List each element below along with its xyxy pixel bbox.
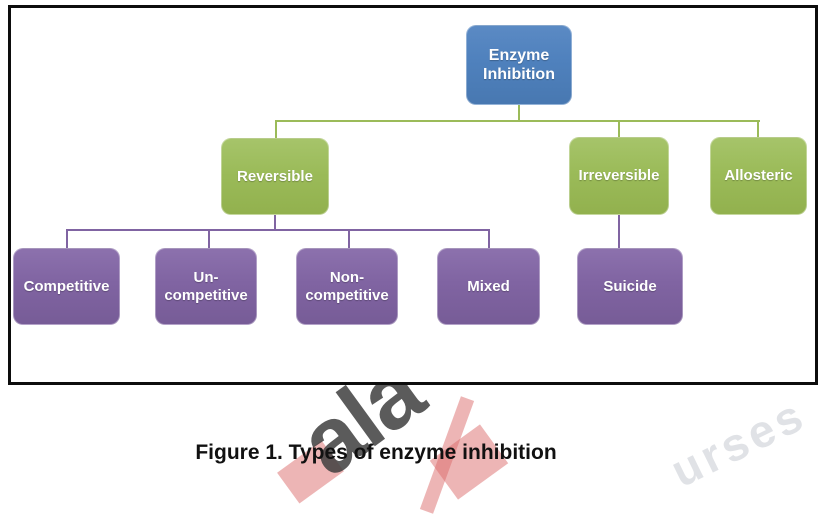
connector-to-irreversible [618,120,620,137]
diagram-frame [8,5,818,385]
node-label: Mixed [467,277,510,295]
node-noncompetitive: Non-competitive [296,248,398,325]
node-irreversible: Irreversible [569,137,669,215]
node-label: Enzyme Inhibition [483,46,555,83]
connector-to-uncompetitive [208,229,210,248]
connector-reversible-stem [274,214,276,231]
node-suicide: Suicide [577,248,683,325]
node-label: Competitive [23,277,110,295]
connector-to-suicide [618,215,620,248]
connector-to-mixed [488,229,490,248]
node-label: Un-competitive [164,268,248,304]
connector-to-reversible [275,120,277,138]
node-competitive: Competitive [13,248,120,325]
connector-root-stem [518,105,520,122]
node-label: Allosteric [724,167,793,184]
connector-to-noncompetitive [348,229,350,248]
node-reversible: Reversible [221,138,329,215]
connector-to-allosteric [757,120,759,137]
node-uncompetitive: Un-competitive [155,248,257,325]
connector-level2-bus [275,120,760,122]
node-label: Reversible [237,167,313,185]
node-label: Non-competitive [305,268,389,304]
connector-to-competitive [66,229,68,248]
node-mixed: Mixed [437,248,540,325]
connector-level3-bus [66,229,490,231]
node-label: Suicide [603,277,657,295]
node-allosteric: Allosteric [710,137,807,215]
node-label: Irreversible [578,167,660,184]
figure-caption: Figure 1. Types of enzyme inhibition [195,441,557,464]
node-enzyme-inhibition: Enzyme Inhibition [466,25,572,105]
